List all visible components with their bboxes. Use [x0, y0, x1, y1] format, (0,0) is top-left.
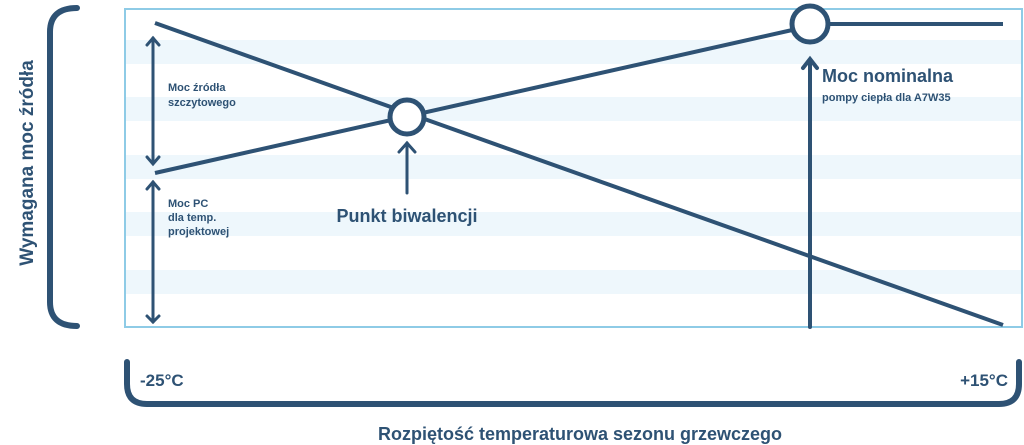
- hp-design-arrow: [145, 179, 161, 325]
- hp-design-label-line3: projektowej: [168, 226, 229, 238]
- x-axis-bracket: [124, 359, 1022, 407]
- nominal-capacity-subtitle: pompy ciepła dla A7W35: [822, 92, 951, 104]
- background-stripes: [125, 40, 1022, 294]
- nominal-capacity-title: Moc nominalna: [822, 66, 954, 86]
- x-axis-label: Rozpiętość temperaturowa sezonu grzewcze…: [378, 424, 782, 444]
- peak-source-label-line2: szczytowego: [168, 97, 236, 109]
- heat-pump-capacity-line: [154, 24, 811, 175]
- peak-source-label-line1: Moc źródła: [168, 82, 226, 94]
- heat-demand-line: [154, 21, 1004, 327]
- peak-source-arrow: [145, 35, 161, 167]
- x-max-label: +15°C: [960, 371, 1008, 390]
- x-min-label: -25°C: [140, 371, 184, 390]
- bivalent-point-arrow: [397, 140, 417, 195]
- nominal-point-marker: [789, 3, 831, 45]
- nominal-point-arrow: [801, 55, 819, 329]
- bivalent-point-marker: [387, 97, 427, 137]
- hp-design-label-line2: dla temp.: [168, 212, 216, 224]
- y-axis-bracket: [47, 5, 80, 329]
- plot-frame: [124, 8, 1023, 328]
- bivalent-point-label: Punkt biwalencji: [336, 206, 477, 226]
- hp-design-label-line1: Moc PC: [168, 198, 208, 210]
